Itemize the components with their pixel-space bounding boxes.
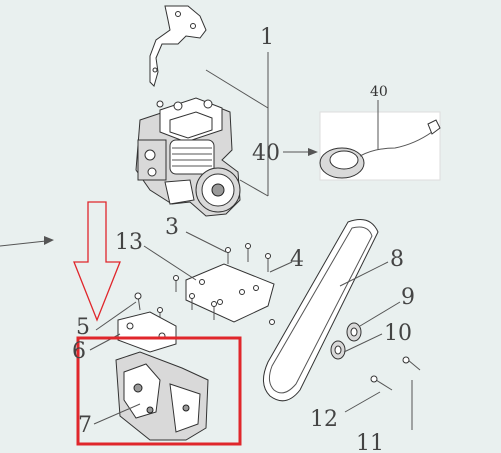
bolts-group	[134, 243, 275, 326]
label-40-inset: 40	[370, 84, 388, 100]
leader-line-1a	[205, 69, 269, 109]
label-8: 8	[390, 247, 404, 272]
leader-5	[95, 301, 137, 331]
leader-9	[359, 301, 401, 327]
label-12: 12	[310, 407, 338, 432]
label-11: 11	[356, 431, 384, 453]
leader-13	[143, 245, 197, 281]
leader-3	[185, 231, 227, 253]
leader-12	[344, 391, 381, 413]
leader-7	[93, 403, 141, 425]
top-bracket	[149, 5, 207, 87]
label-9: 9	[401, 285, 415, 310]
leader-10	[343, 333, 383, 353]
drive-belt	[263, 219, 379, 402]
leader-line-1b	[239, 179, 269, 197]
bolt-11	[402, 356, 421, 371]
left-arrow-line	[0, 240, 47, 247]
label-10: 10	[384, 321, 412, 346]
pulley-10	[330, 340, 346, 360]
pulley-9	[346, 322, 362, 342]
mounting-plate	[185, 263, 275, 323]
inset-sensor-40	[319, 100, 441, 181]
left-arrow-head	[44, 236, 54, 245]
highlight-box	[76, 336, 242, 446]
leader-6	[89, 333, 121, 351]
leader-4	[269, 261, 293, 273]
leader-arrow-40	[308, 148, 318, 156]
label-1: 1	[260, 25, 274, 50]
label-5: 5	[76, 315, 90, 340]
label-3: 3	[165, 215, 179, 240]
label-6: 6	[72, 339, 86, 364]
leader-8	[339, 261, 389, 287]
label-4: 4	[290, 247, 304, 272]
red-pointer-arrow	[73, 201, 121, 322]
compressor-assembly	[135, 97, 241, 217]
main-bracket	[115, 351, 209, 441]
small-bracket	[117, 311, 177, 353]
label-13: 13	[115, 230, 143, 255]
label-7: 7	[78, 413, 92, 438]
bolt-12	[370, 375, 393, 391]
label-40: 40	[252, 141, 280, 166]
